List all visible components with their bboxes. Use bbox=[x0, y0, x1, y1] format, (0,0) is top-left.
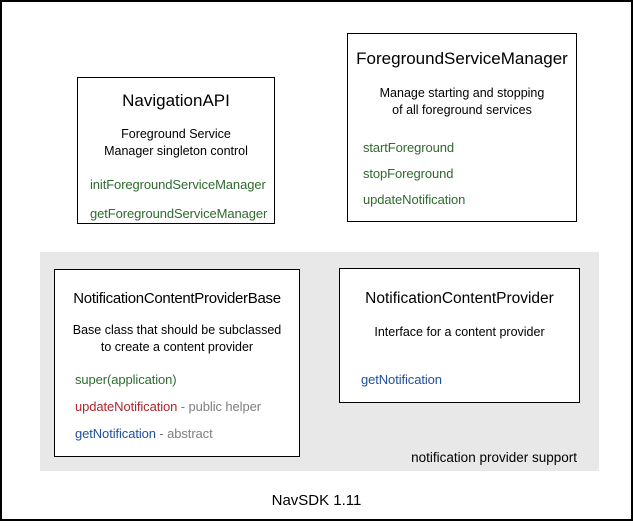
notification-content-provider-box: NotificationContentProvider Interface fo… bbox=[339, 268, 580, 403]
method-label: initForegroundServiceManager bbox=[90, 177, 266, 192]
method-label: updateNotification bbox=[75, 399, 178, 414]
method-row: updateNotification - public helper bbox=[75, 399, 299, 415]
method-label: getForegroundServiceManager bbox=[90, 206, 268, 221]
box-title: NavigationAPI bbox=[122, 91, 230, 110]
description-line: to create a content provider bbox=[100, 340, 254, 354]
description-line: Manager singleton control bbox=[104, 144, 248, 158]
method-row: getNotification - abstract bbox=[75, 426, 299, 442]
method-list: super(application) updateNotification - … bbox=[55, 372, 299, 442]
method-list: initForegroundServiceManager getForegrou… bbox=[78, 177, 274, 222]
method-list: getNotification bbox=[340, 372, 579, 388]
method-label: super(application) bbox=[75, 372, 177, 387]
navigation-api-box: NavigationAPI Foreground Service Manager… bbox=[77, 77, 275, 224]
method-row: initForegroundServiceManager bbox=[90, 177, 274, 193]
description-line: Base class that should be subclassed bbox=[72, 323, 282, 337]
method-annotation: - public helper bbox=[180, 399, 261, 414]
diagram-caption: NavSDK 1.11 bbox=[271, 492, 362, 509]
box-description: Manage starting and stopping of all fore… bbox=[348, 85, 576, 119]
group-label: notification provider support bbox=[411, 450, 577, 465]
box-description: Base class that should be subclassed to … bbox=[55, 322, 299, 356]
method-label: getNotification bbox=[75, 426, 156, 441]
method-label: updateNotification bbox=[363, 192, 466, 207]
method-label: getNotification bbox=[361, 372, 442, 387]
method-row: getForegroundServiceManager bbox=[90, 206, 274, 222]
description-line: Interface for a content provider bbox=[374, 325, 545, 339]
method-list: startForeground stopForeground updateNot… bbox=[348, 140, 576, 208]
box-title: NotificationContentProvider bbox=[365, 290, 554, 307]
box-description: Interface for a content provider bbox=[340, 324, 579, 341]
method-row: stopForeground bbox=[363, 166, 576, 182]
method-row: getNotification bbox=[361, 372, 579, 388]
box-title: ForegroundServiceManager bbox=[356, 49, 568, 68]
method-row: updateNotification bbox=[363, 192, 576, 208]
method-annotation: - abstract bbox=[159, 426, 213, 441]
method-row: super(application) bbox=[75, 372, 299, 388]
foreground-service-manager-box: ForegroundServiceManager Manage starting… bbox=[347, 33, 577, 222]
method-label: stopForeground bbox=[363, 166, 454, 181]
description-line: Foreground Service bbox=[121, 127, 231, 141]
description-line: Manage starting and stopping bbox=[379, 86, 545, 100]
box-description: Foreground Service Manager singleton con… bbox=[78, 126, 274, 160]
method-label: startForeground bbox=[363, 140, 454, 155]
notification-content-provider-base-box: NotificationContentProviderBase Base cla… bbox=[54, 269, 300, 457]
box-title: NotificationContentProviderBase bbox=[73, 290, 281, 307]
description-line: of all foreground services bbox=[392, 103, 532, 117]
method-row: startForeground bbox=[363, 140, 576, 156]
